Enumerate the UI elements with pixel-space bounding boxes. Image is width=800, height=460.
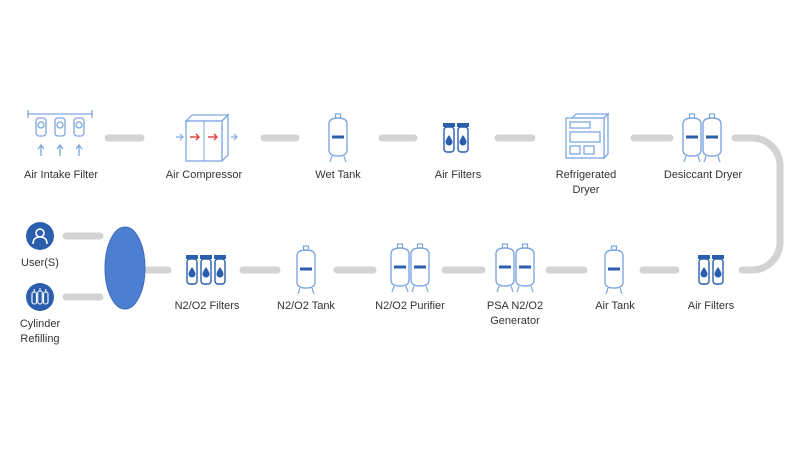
label-desiccant-dryer: Desiccant Dryer [663, 169, 743, 181]
n2o2-tank-icon [295, 244, 317, 296]
air-compressor-icon [176, 113, 238, 163]
desiccant-dryer-icon [681, 112, 723, 164]
label-air-tank: Air Tank [595, 300, 635, 312]
label-air-filters-bottom: Air Filters [687, 300, 735, 312]
label-air-intake-filter: Air Intake Filter [24, 169, 98, 181]
purifier-icon [389, 242, 431, 294]
air-tank-icon [603, 244, 625, 296]
air-filters-icon [697, 254, 725, 285]
label-refrigerated-dryer: Refrigerated Dryer [555, 169, 617, 196]
label-users: User(S) [21, 257, 59, 269]
distribution-manifold [104, 226, 146, 310]
label-cylinder-refilling: Cylinder Refilling [19, 318, 61, 345]
connector-return-loop [731, 134, 784, 274]
n2o2-filters-icon [185, 254, 227, 285]
label-psa-generator: PSA N2/O2 Generator [486, 300, 544, 327]
air-filters-icon [442, 122, 470, 153]
label-n2o2-tank: N2/O2 Tank [277, 300, 335, 312]
label-purifier: N2/O2 Purifier [375, 300, 445, 312]
user-icon [26, 222, 54, 250]
refrigerated-dryer-icon [565, 112, 610, 160]
label-wet-tank: Wet Tank [315, 169, 361, 181]
psa-generator-icon [494, 242, 536, 294]
air-intake-filter-icon [27, 110, 93, 156]
label-n2o2-filters: N2/O2 Filters [174, 300, 240, 312]
connectors [62, 134, 784, 301]
cylinder-icon [26, 283, 54, 311]
wet-tank-icon [327, 112, 349, 164]
label-air-compressor: Air Compressor [165, 169, 243, 181]
label-air-filters-top: Air Filters [434, 169, 482, 181]
